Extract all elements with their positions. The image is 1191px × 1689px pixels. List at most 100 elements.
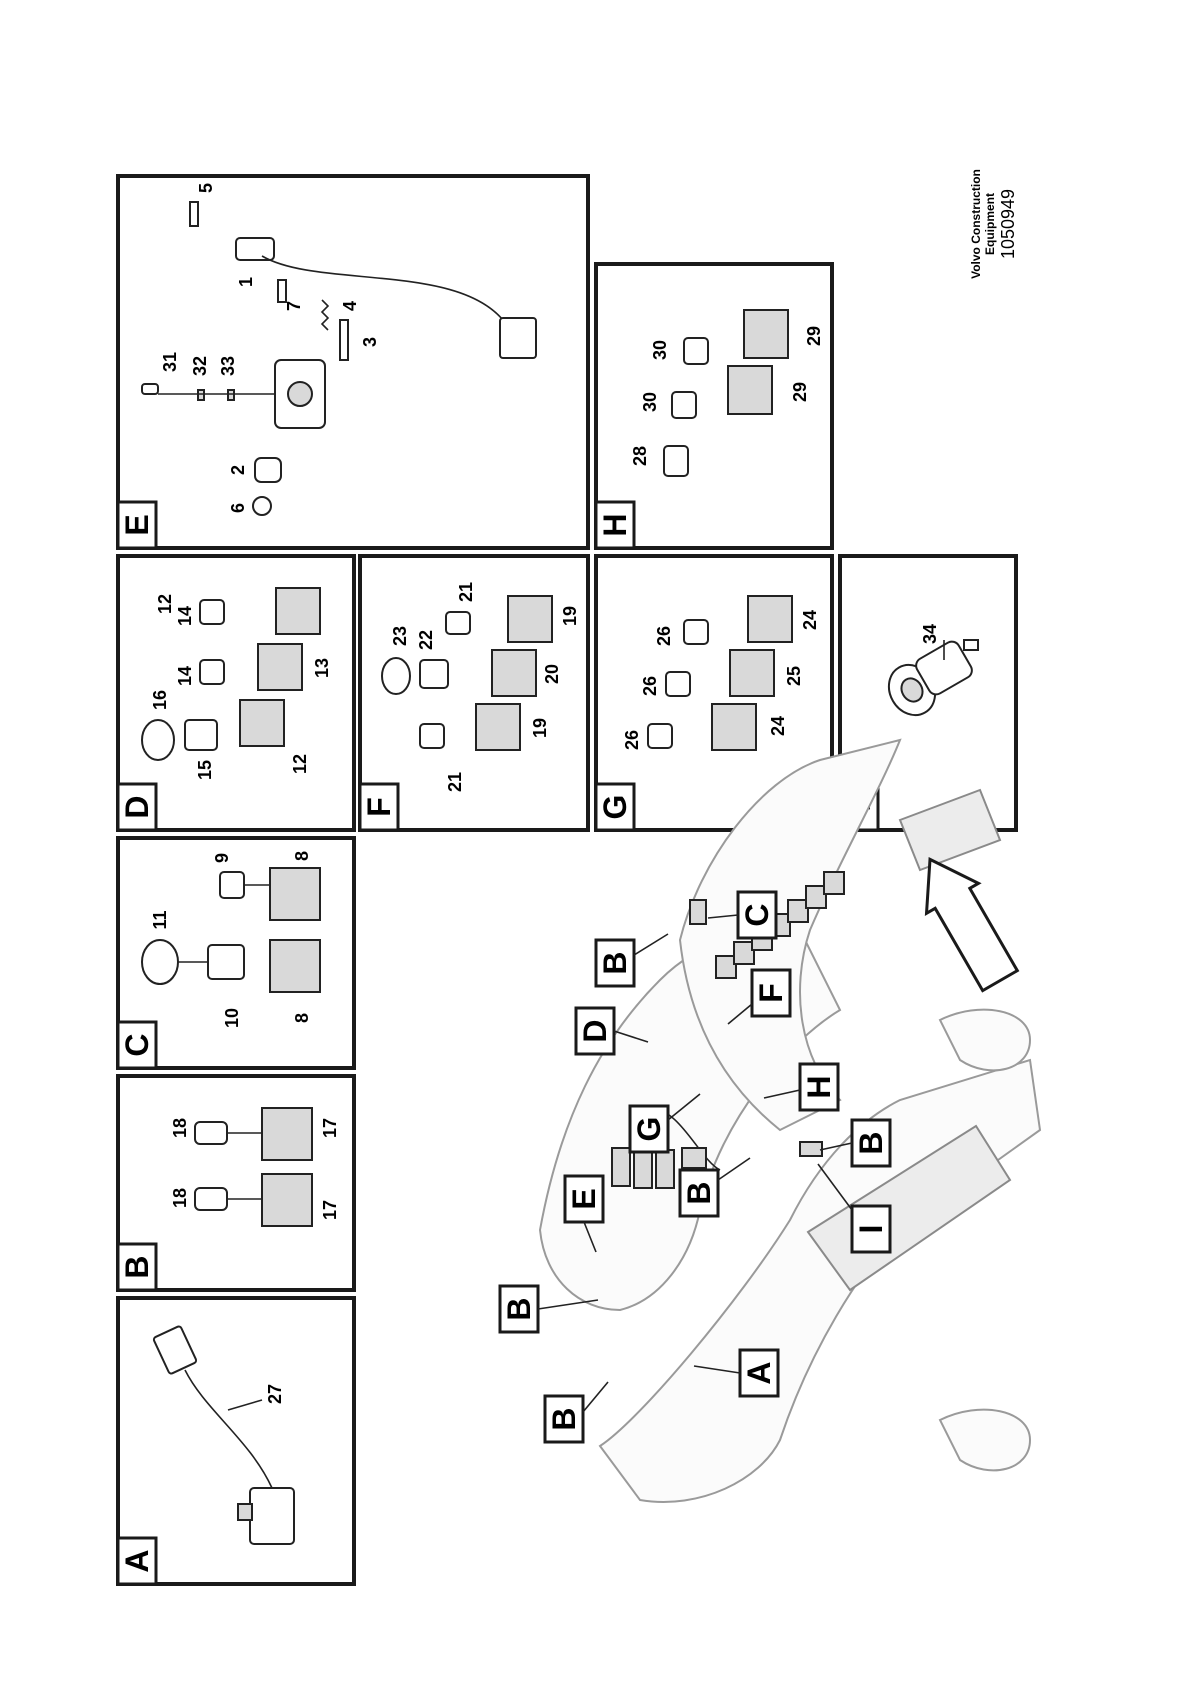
callout-14-right: 14 xyxy=(175,606,195,626)
housing-13 xyxy=(257,643,303,691)
cap-30b xyxy=(683,337,709,365)
callout-31: 31 xyxy=(160,352,180,372)
callout-22: 22 xyxy=(416,630,436,650)
watermark: Volvo Construction Equipment 1050949 xyxy=(969,169,1018,279)
direction-arrow xyxy=(924,857,1020,993)
watermark-company-line1: Volvo Construction xyxy=(969,169,983,279)
connector xyxy=(499,317,537,359)
cable-switch-part xyxy=(152,1325,295,1545)
panel-c-letter: C xyxy=(119,1033,155,1056)
left-switch-cluster xyxy=(611,1147,675,1189)
callout-15: 15 xyxy=(195,760,215,780)
callout-28: 28 xyxy=(630,446,650,466)
pin-31 xyxy=(141,383,159,395)
watermark-code: 1050949 xyxy=(998,189,1018,259)
cable-switch-toggle xyxy=(237,1503,253,1521)
callout-23: 23 xyxy=(390,626,410,646)
pivot xyxy=(287,381,313,407)
tag-d: D xyxy=(574,1006,616,1056)
callout-29-right: 29 xyxy=(804,326,824,346)
callout-25: 25 xyxy=(784,666,804,686)
cap-14a xyxy=(199,659,225,685)
switch-15 xyxy=(184,719,218,751)
housing-17b xyxy=(261,1107,313,1161)
cap-18b xyxy=(194,1121,228,1145)
rod-3 xyxy=(339,319,349,361)
screw-5 xyxy=(189,201,199,227)
housing-19b xyxy=(507,595,553,643)
panel-a-letter-box xyxy=(116,1536,158,1586)
callout-24-right: 24 xyxy=(800,610,820,630)
svg-text:H: H xyxy=(801,1075,837,1098)
callout-29-left: 29 xyxy=(790,382,810,402)
housing-20 xyxy=(491,649,537,697)
sensor-1 xyxy=(235,237,275,261)
cable-plug xyxy=(152,1325,198,1375)
socket-on-console xyxy=(799,1141,823,1157)
panel-d-letter-box xyxy=(116,782,158,832)
panel-f-letter: F xyxy=(361,797,397,817)
cap-9 xyxy=(219,871,245,899)
callout-17-left: 17 xyxy=(320,1200,340,1220)
panel-d: D 16 15 14 14 12 12 13 xyxy=(116,554,356,832)
knob-11 xyxy=(141,939,179,985)
cap-26a xyxy=(647,723,673,749)
callout-27: 27 xyxy=(265,1384,285,1404)
panel-i: I 34 xyxy=(838,554,1018,832)
callout-4: 4 xyxy=(340,301,360,311)
panel-e: E 31 32 33 2 6 1 5 7 4 3 xyxy=(116,174,590,550)
callout-1: 1 xyxy=(236,277,256,287)
callout-5: 5 xyxy=(196,183,216,193)
housing-24b xyxy=(747,595,793,643)
panel-c-letter-box xyxy=(116,1020,158,1070)
housing-29b xyxy=(743,309,789,359)
panel-f-letter-box xyxy=(358,782,400,832)
callout-6: 6 xyxy=(228,503,248,513)
cap-26b xyxy=(665,671,691,697)
callout-30-left: 30 xyxy=(640,392,660,412)
svg-text:B: B xyxy=(501,1297,537,1320)
housing-17a xyxy=(261,1173,313,1227)
cap-21b xyxy=(445,611,471,635)
callout-10: 10 xyxy=(222,1008,242,1028)
callout-12-left: 12 xyxy=(290,754,310,774)
callout-7: 7 xyxy=(284,301,304,311)
tag-f: F xyxy=(750,968,792,1018)
machine-overview: B B E A B G D xyxy=(498,738,1042,1503)
panel-c: C 11 9 10 8 8 xyxy=(116,836,356,1070)
svg-text:C: C xyxy=(739,903,775,926)
panel-h: H 28 30 30 29 29 xyxy=(594,262,834,550)
callout-24-left: 24 xyxy=(768,716,788,736)
left-wheel xyxy=(938,1008,1032,1072)
cap-14b xyxy=(199,599,225,625)
callout-11: 11 xyxy=(150,910,170,929)
svg-text:B: B xyxy=(597,951,633,974)
callout-34: 34 xyxy=(920,624,940,644)
tag-c: C xyxy=(736,890,778,940)
svg-text:G: G xyxy=(631,1117,667,1142)
housing-12a xyxy=(239,699,285,747)
console-switch-row xyxy=(715,871,845,979)
switch-10 xyxy=(207,944,245,980)
cap-28 xyxy=(663,445,689,477)
svg-text:B: B xyxy=(546,1407,582,1430)
callout-8-right: 8 xyxy=(292,851,312,861)
tag-b-2: B xyxy=(498,1284,540,1334)
tag-h: H xyxy=(798,1062,840,1112)
panel-h-letter-box xyxy=(594,500,636,550)
callout-8-left: 8 xyxy=(292,1013,312,1023)
housing-19a xyxy=(475,703,521,751)
panel-a-letter: A xyxy=(119,1549,155,1572)
tag-b-4: B xyxy=(850,1118,892,1168)
cap-18a xyxy=(194,1187,228,1211)
housing-8a xyxy=(269,939,321,993)
callout-2: 2 xyxy=(228,465,248,475)
panel-f: F 23 22 21 21 19 19 20 xyxy=(358,554,590,832)
panel-h-letter: H xyxy=(597,513,633,536)
callout-32: 32 xyxy=(190,356,210,376)
panel-e-letter-box xyxy=(116,500,158,550)
callout-20: 20 xyxy=(542,664,562,684)
svg-text:I: I xyxy=(853,1225,889,1234)
